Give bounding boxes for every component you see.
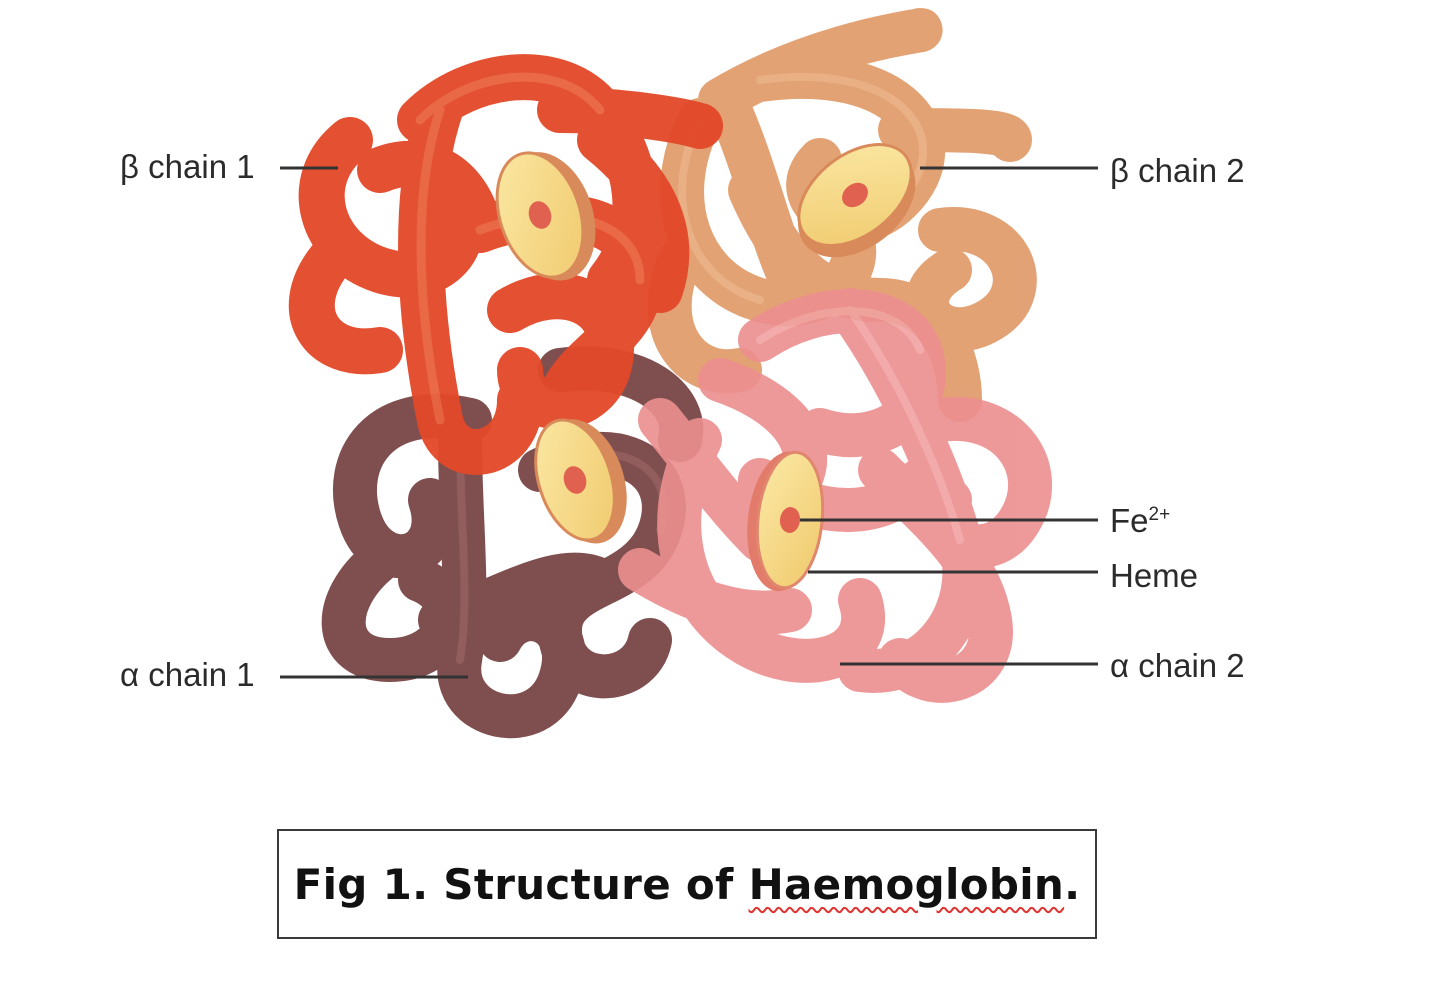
caption-prefix: Fig 1. Structure of	[293, 859, 749, 909]
heme-group-beta1	[495, 151, 596, 281]
caption-flagged-word[interactable]: Haemoglobin	[748, 859, 1065, 909]
label-alpha-chain-1: α chain 1	[120, 656, 255, 693]
label-fe-charge: 2+	[1148, 504, 1171, 525]
label-fe: Fe2+	[1110, 504, 1170, 537]
caption-box: Fig 1. Structure of Haemoglobin.	[277, 829, 1097, 939]
iron-ion-beta1	[528, 201, 552, 229]
label-heme: Heme	[1110, 557, 1199, 594]
caption-suffix: .	[1064, 859, 1081, 909]
label-fe-symbol: Fe	[1110, 502, 1149, 539]
iron-ion-alpha2	[779, 507, 801, 533]
heme-group-alpha1	[534, 418, 627, 544]
label-beta-chain-2: β chain 2	[1110, 152, 1245, 189]
label-beta-chain-1: β chain 1	[120, 148, 255, 185]
label-alpha-chain-2: α chain 2	[1110, 647, 1245, 684]
heme-group-beta2	[797, 143, 916, 258]
haemoglobin-diagram	[280, 8, 1098, 739]
iron-ion-beta2	[842, 182, 868, 208]
iron-ion-alpha1	[563, 466, 587, 494]
figure-caption: Fig 1. Structure of Haemoglobin.	[294, 860, 1081, 909]
heme-group-alpha2	[747, 450, 825, 592]
